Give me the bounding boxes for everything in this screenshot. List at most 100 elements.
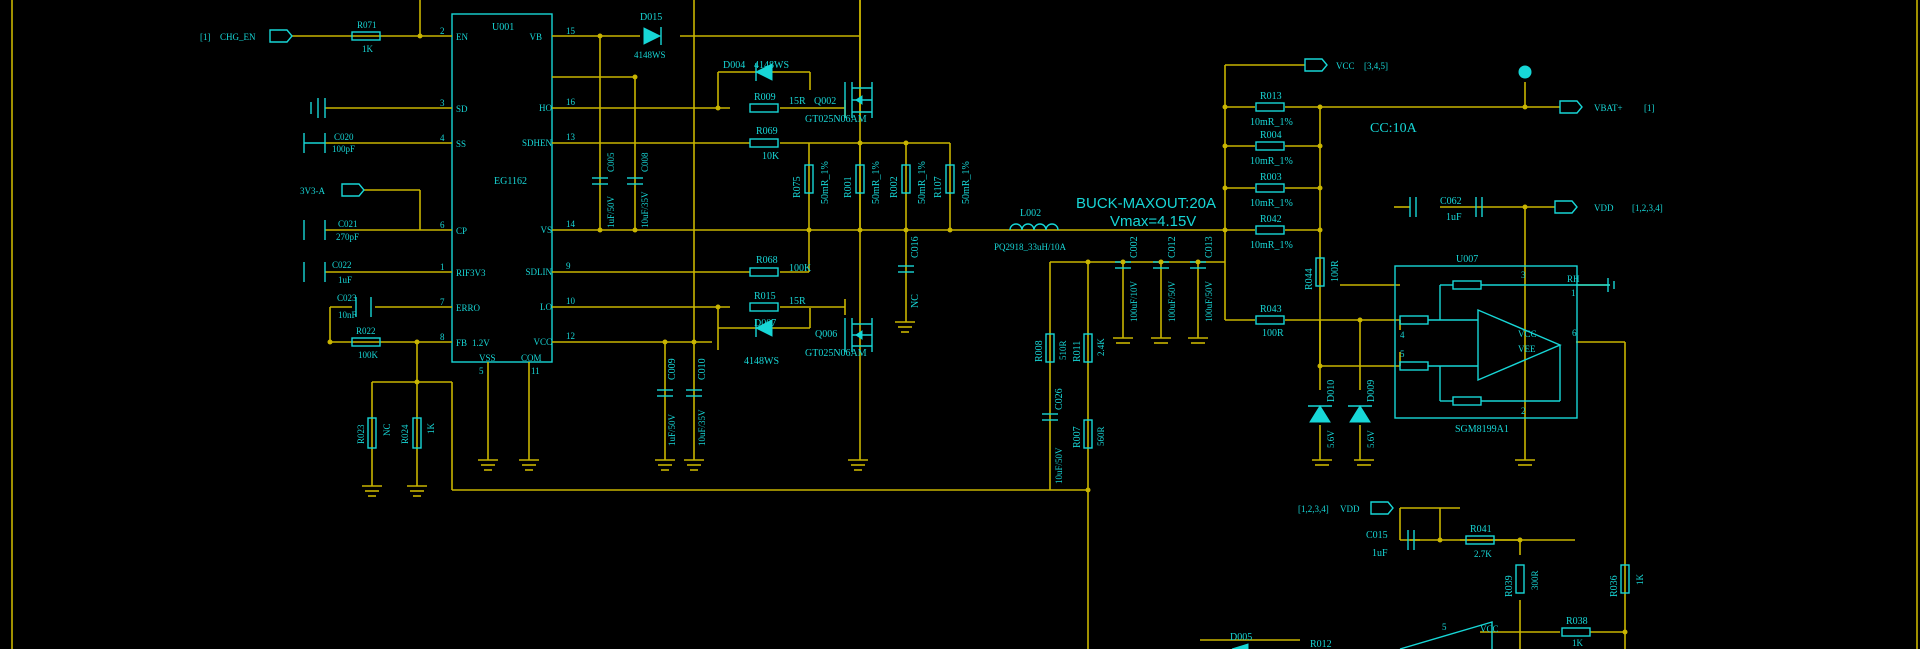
capacitor-c023[interactable]: C023 10nF: [337, 293, 372, 320]
resistor-r008[interactable]: R008 510R: [1034, 333, 1068, 363]
pin-num: 3: [440, 98, 445, 108]
test-point[interactable]: [1518, 65, 1532, 79]
ic-u007-ref: U007: [1456, 254, 1478, 265]
component-ref: R044: [1304, 268, 1315, 290]
pin-name-fb: FB: [456, 338, 467, 348]
component-value: 1K: [362, 44, 374, 54]
mosfet-q006[interactable]: Q006 GT025N06AM: [805, 318, 873, 359]
port-vdd-2[interactable]: [1,2,3,4] VDD: [1298, 501, 1394, 515]
resistor-r024[interactable]: R024 1K: [400, 417, 436, 449]
resistor-r001[interactable]: R001 50mR_1%: [843, 161, 882, 204]
component-value: 510R: [1058, 340, 1068, 360]
component-value: 10mR_1%: [1250, 156, 1293, 167]
diode-d005[interactable]: D005: [1230, 632, 1252, 649]
capacitor-c026[interactable]: C026 10uF/50V: [1042, 388, 1065, 484]
port-vbat[interactable]: VBAT+ [1]: [1559, 100, 1655, 114]
component-value: 10uF/50V: [1054, 447, 1064, 484]
resistor-r069[interactable]: R069 10K: [749, 126, 780, 162]
capacitor-c008[interactable]: C008 10uF/35V: [627, 152, 650, 228]
port-vdd[interactable]: VDD [1,2,3,4]: [1554, 200, 1663, 214]
resistor-r071[interactable]: R071 1K: [351, 20, 381, 54]
resistor-r013[interactable]: R013 10mR_1%: [1250, 91, 1293, 128]
port-chg-en[interactable]: [1] CHG_EN: [200, 29, 293, 43]
pin-num: 2: [1521, 406, 1526, 416]
component-value: 1uF/50V: [667, 413, 677, 446]
component-value: 50mR_1%: [871, 161, 882, 204]
capacitor-c021[interactable]: C021 270pF: [303, 219, 359, 242]
resistor-r015[interactable]: R015 15R: [749, 291, 806, 312]
component-ref: D007: [754, 318, 776, 329]
pin-name-vs: VS: [540, 225, 552, 235]
pin-num: 5: [1442, 622, 1447, 632]
resistor-r007[interactable]: R007 560R: [1072, 419, 1106, 449]
capacitor-c012[interactable]: C012 100uF/50V: [1153, 236, 1178, 322]
capacitor-c062[interactable]: C062 1uF: [1409, 196, 1483, 223]
port-vcc[interactable]: VCC [3,4,5]: [1304, 58, 1388, 72]
port-ref: [3,4,5]: [1364, 61, 1388, 71]
component-ref: C002: [1129, 236, 1140, 258]
capacitor-c005[interactable]: C005 1uF/50V: [592, 152, 616, 228]
resistor-r041[interactable]: R041 2.7K: [1465, 524, 1495, 559]
capacitor-c022[interactable]: C022 1uF: [303, 260, 352, 285]
ic-u007[interactable]: U007 SGM8199A1 VCC VEE RH 3 1 4 5 6 2: [1394, 254, 1615, 435]
pin-num: 14: [566, 219, 576, 229]
capacitor-c015[interactable]: C015 1uF: [1366, 530, 1415, 559]
capacitor-c002[interactable]: C002 100uF/10V: [1115, 236, 1140, 322]
component-value: 15R: [789, 296, 806, 307]
component-value: 4148WS: [754, 60, 789, 71]
resistor-r036[interactable]: R036 1K: [1609, 564, 1645, 597]
component-ref: Q006: [815, 329, 837, 340]
resistor-r075[interactable]: R075 50mR_1%: [792, 161, 831, 204]
zener-d009[interactable]: D009 5.6V: [1348, 380, 1377, 448]
component-value: 300R: [1530, 570, 1540, 590]
capacitor-c010[interactable]: C010 10uF/35V: [686, 358, 708, 446]
capacitor-c009[interactable]: C009 1uF/50V: [657, 358, 678, 446]
wires-left-block: [292, 0, 1090, 491]
capacitor-c013[interactable]: C013 100uF/50V: [1190, 236, 1215, 322]
component-ref: C005: [606, 152, 616, 172]
resistor-r038[interactable]: R038 1K: [1561, 616, 1591, 648]
port-ref: [1,2,3,4]: [1298, 504, 1329, 514]
inductor-l002[interactable]: L002 PQ2918_33uH/10A: [994, 208, 1067, 252]
diode-d004[interactable]: D004 4148WS: [723, 60, 789, 81]
pin-num: 5: [1400, 349, 1405, 359]
resistor-r003[interactable]: R003 10mR_1%: [1250, 172, 1293, 209]
ic-u001[interactable]: U001 EG1162 EN SD SS CP RIF3V3 ERRO FB 1…: [440, 13, 576, 376]
resistor-r004[interactable]: R004 10mR_1%: [1250, 130, 1293, 167]
resistor-r107[interactable]: R107 50mR_1%: [933, 161, 972, 204]
resistor-r011[interactable]: R011 2.4K: [1072, 333, 1106, 363]
resistor-r042[interactable]: R042 10mR_1%: [1250, 214, 1293, 251]
resistor-r009[interactable]: R009 15R: [749, 92, 806, 113]
pin-name-com: COM: [521, 353, 542, 363]
capacitor-c020[interactable]: C020 100pF: [303, 132, 355, 154]
component-ref: R022: [356, 326, 376, 336]
opamp-bottom[interactable]: 5 VCC: [1399, 621, 1499, 649]
component-ref: C023: [337, 293, 357, 303]
resistor-r068[interactable]: R068 100K: [749, 255, 812, 277]
resistor-r039[interactable]: R039 300R: [1504, 564, 1540, 597]
resistor-r022[interactable]: R022 100K: [351, 326, 381, 360]
diode-d007[interactable]: D007 4148WS: [744, 318, 779, 367]
component-ref: C009: [667, 358, 678, 380]
pin-name-cp: CP: [456, 226, 467, 236]
mosfet-q002[interactable]: Q002 GT025N06AM: [805, 82, 873, 125]
zener-d010[interactable]: D010 5.6V: [1308, 380, 1337, 448]
resistor-r043[interactable]: R043 100R: [1255, 304, 1285, 339]
component-ref: C020: [334, 132, 354, 142]
diode-d015[interactable]: D015 4148WS: [634, 12, 666, 60]
resistor-r044[interactable]: R044 100R: [1304, 257, 1341, 290]
resistor-r023[interactable]: R023 NC: [356, 417, 392, 449]
fb-voltage: 1.2V: [472, 338, 490, 348]
port-ref: [1]: [200, 32, 211, 42]
resistor-r012[interactable]: R012: [1310, 639, 1332, 649]
capacitor-c016[interactable]: C016 NC: [898, 236, 921, 308]
port-3v3-a[interactable]: 3V3-A: [300, 183, 365, 197]
pin-name-rif3v3: RIF3V3: [456, 268, 486, 278]
component-value: GT025N06AM: [805, 348, 867, 359]
component-value: 10mR_1%: [1250, 198, 1293, 209]
ground-symbols: [362, 321, 1535, 497]
component-value: 100K: [789, 263, 812, 274]
component-value: 100R: [1262, 328, 1284, 339]
port-name: VDD: [1594, 203, 1614, 213]
resistor-r002[interactable]: R002 50mR_1%: [889, 161, 928, 204]
